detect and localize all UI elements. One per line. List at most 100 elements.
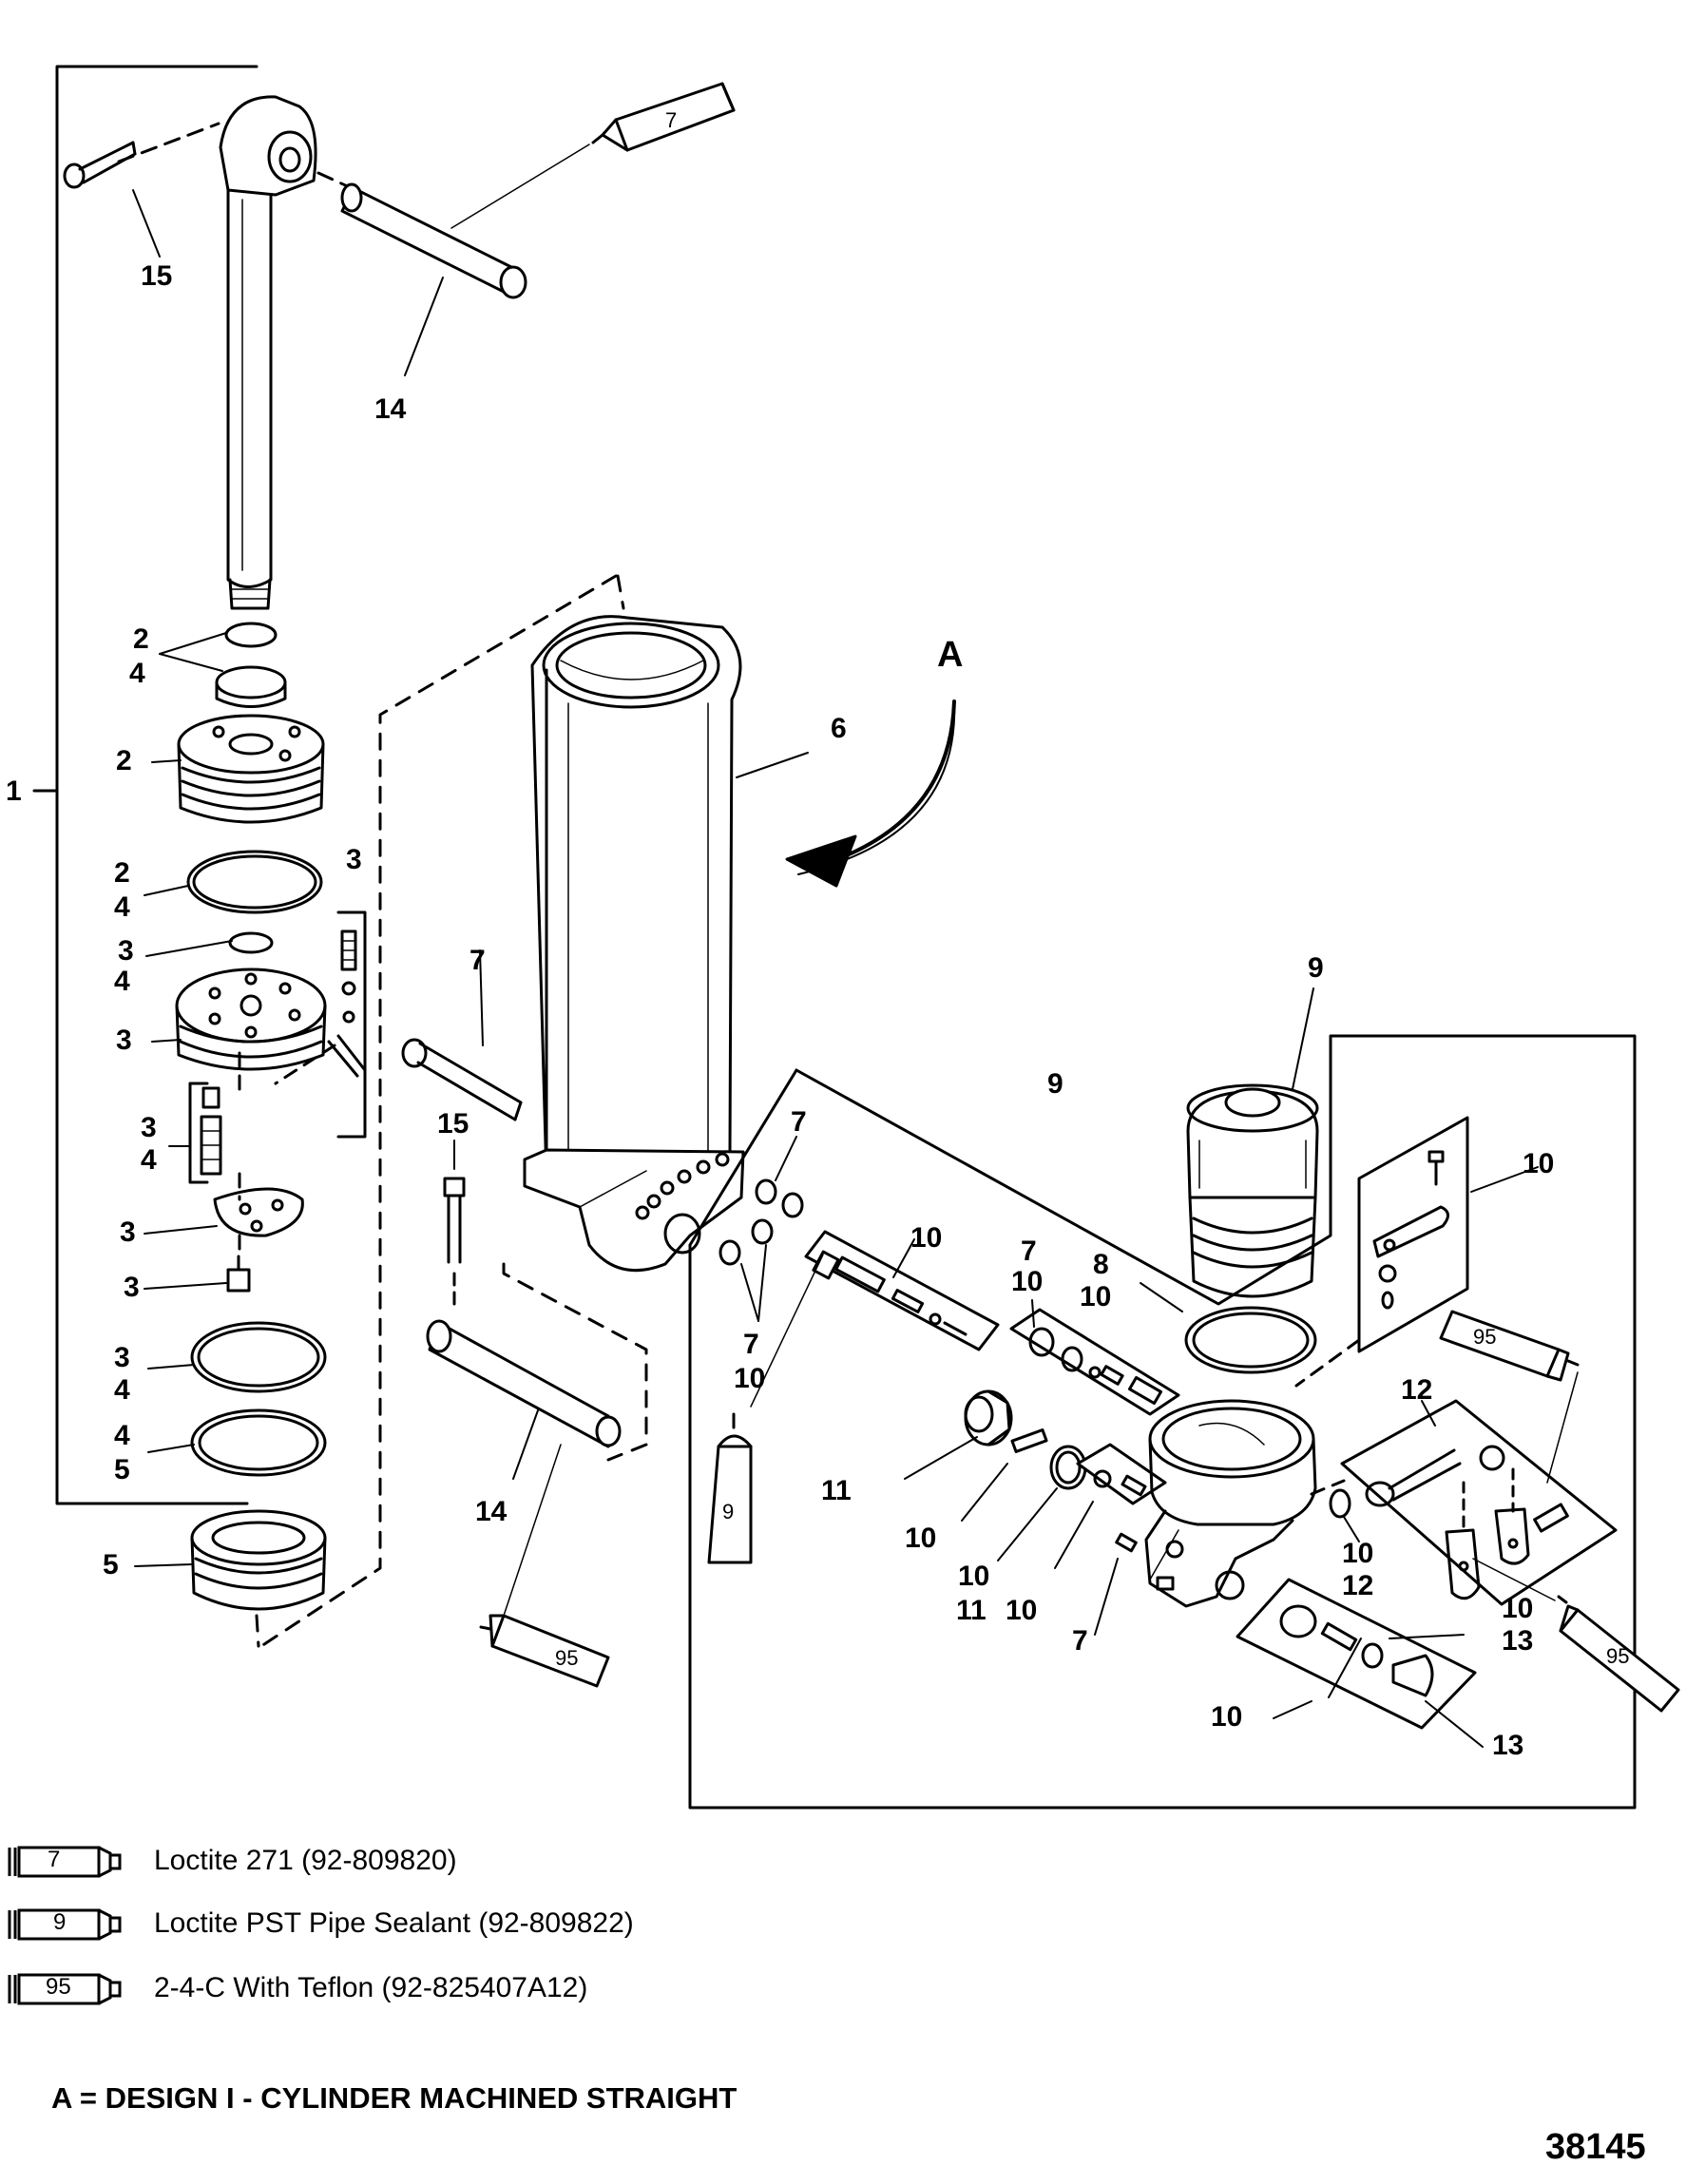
callout-10: 10 <box>1523 1148 1555 1179</box>
tube-label: 95 <box>555 1646 579 1670</box>
tube-icon: 7 <box>6 1834 139 1887</box>
callout-5: 5 <box>103 1549 119 1581</box>
callout-4: 4 <box>129 658 145 689</box>
tube-95-right-upper <box>1439 1310 1580 1484</box>
callout-14: 14 <box>374 393 407 425</box>
pin-7-body <box>1094 1532 1138 1636</box>
legend-row: 95 2-4-C With Teflon (92-825407A12) <box>6 1962 587 2015</box>
callout-7: 7 <box>791 1106 807 1138</box>
spring-10 <box>961 1428 1048 1522</box>
detail-box-12 <box>1340 1399 1618 1606</box>
callout-7: 7 <box>1021 1236 1037 1267</box>
tube-code: 7 <box>48 1847 61 1872</box>
tube-95-lower <box>479 1444 610 1688</box>
right-dash-lines <box>1294 1338 1361 1496</box>
tube-label: 9 <box>722 1500 735 1523</box>
tube-code: 9 <box>53 1909 67 1935</box>
tube-icon: 95 <box>6 1962 139 2015</box>
callout-2: 2 <box>133 623 149 655</box>
tube-label: 7 <box>665 108 678 132</box>
tube-7-top <box>450 82 736 229</box>
legend-row: 9 Loctite PST Pipe Sealant (92-809822) <box>6 1897 634 1950</box>
fitting-11 <box>904 1389 1013 1480</box>
callout-4: 4 <box>114 966 130 997</box>
callout-9: 9 <box>1047 1068 1063 1100</box>
callout-8: 8 <box>1093 1249 1109 1280</box>
pump-body <box>1144 1399 1317 1608</box>
tube-icon: 9 <box>6 1897 139 1950</box>
callout-5: 5 <box>114 1454 130 1485</box>
callout-10: 10 <box>1011 1266 1044 1297</box>
callout-10: 10 <box>1342 1538 1374 1569</box>
screw-15-lower <box>443 1140 466 1306</box>
callout-4: 4 <box>114 891 130 923</box>
callout-14: 14 <box>475 1496 508 1527</box>
callout-15: 15 <box>437 1108 469 1140</box>
callout-11: 11 <box>821 1475 852 1506</box>
callout-3: 3 <box>118 935 134 967</box>
callout-6: 6 <box>831 713 847 744</box>
column-dash-outline <box>255 574 625 1648</box>
design-a-marker: A <box>937 635 964 675</box>
callout-3: 3 <box>116 1025 132 1056</box>
legend-row: 7 Loctite 271 (92-809820) <box>6 1834 457 1887</box>
assembly-bracket-1 <box>32 65 259 1505</box>
design-a-arrow <box>785 699 956 888</box>
seal-stack <box>175 622 367 1611</box>
tube-code: 95 <box>46 1974 71 2000</box>
legend-text: Loctite PST Pipe Sealant (92-809822) <box>154 1907 634 1939</box>
callout-4: 4 <box>141 1144 157 1176</box>
legend-text: Loctite 271 (92-809820) <box>154 1845 457 1876</box>
column-dash-lines <box>238 1044 336 1258</box>
callout-3: 3 <box>124 1272 140 1303</box>
callout-10: 10 <box>1006 1595 1038 1626</box>
callout-10: 10 <box>958 1561 990 1592</box>
legend-text: 2-4-C With Teflon (92-825407A12) <box>154 1972 588 2003</box>
left-leader-lines <box>134 632 362 1567</box>
callout-10: 10 <box>910 1222 943 1254</box>
small-part-box-10 <box>1054 1443 1167 1569</box>
callout-3: 3 <box>114 1342 130 1373</box>
tube-label: 95 <box>1473 1325 1497 1349</box>
detail-box-7-10 <box>1009 1299 1180 1416</box>
spring-detail-3 <box>188 910 367 1184</box>
pin-14-dash-box <box>502 1262 648 1462</box>
tube-95-right-lower <box>1472 1558 1680 1713</box>
port-orings-7 <box>718 1136 804 1322</box>
callout-4: 4 <box>114 1374 130 1406</box>
filter-cup-9 <box>1186 987 1319 1298</box>
bolt-7 <box>401 949 523 1121</box>
screw-15-top <box>63 141 161 258</box>
callout-13: 13 <box>1502 1625 1534 1657</box>
callout-11: 11 <box>956 1595 987 1626</box>
callout-10: 10 <box>734 1363 766 1394</box>
tube-9 <box>707 1254 824 1564</box>
callout-9: 9 <box>1308 952 1324 984</box>
oring-10-11 <box>997 1445 1087 1561</box>
callout-3: 3 <box>346 844 362 875</box>
pin-14-top <box>340 182 527 376</box>
cylinder-6 <box>523 615 809 1273</box>
callout-2: 2 <box>116 745 132 776</box>
callout-2: 2 <box>114 857 130 889</box>
callout-15: 15 <box>141 260 173 292</box>
tube-label: 95 <box>1606 1644 1630 1668</box>
callout-1: 1 <box>6 776 22 807</box>
piston-rod <box>219 95 317 610</box>
detail-box-10-upper <box>1357 1116 1539 1353</box>
pin-14-lower <box>426 1319 622 1480</box>
figure-number: 38145 <box>1545 2127 1646 2167</box>
callout-10: 10 <box>1211 1701 1243 1733</box>
callout-4: 4 <box>114 1420 130 1451</box>
valve-assembly-outline <box>688 1034 1637 1810</box>
callout-3: 3 <box>120 1217 136 1248</box>
callout-10: 10 <box>1080 1281 1112 1312</box>
callout-12: 12 <box>1342 1570 1374 1601</box>
callout-7: 7 <box>743 1329 759 1360</box>
washer-10-12 <box>1329 1488 1360 1542</box>
callout-13: 13 <box>1492 1730 1524 1761</box>
callout-3: 3 <box>141 1112 157 1143</box>
callout-10: 10 <box>905 1523 937 1554</box>
